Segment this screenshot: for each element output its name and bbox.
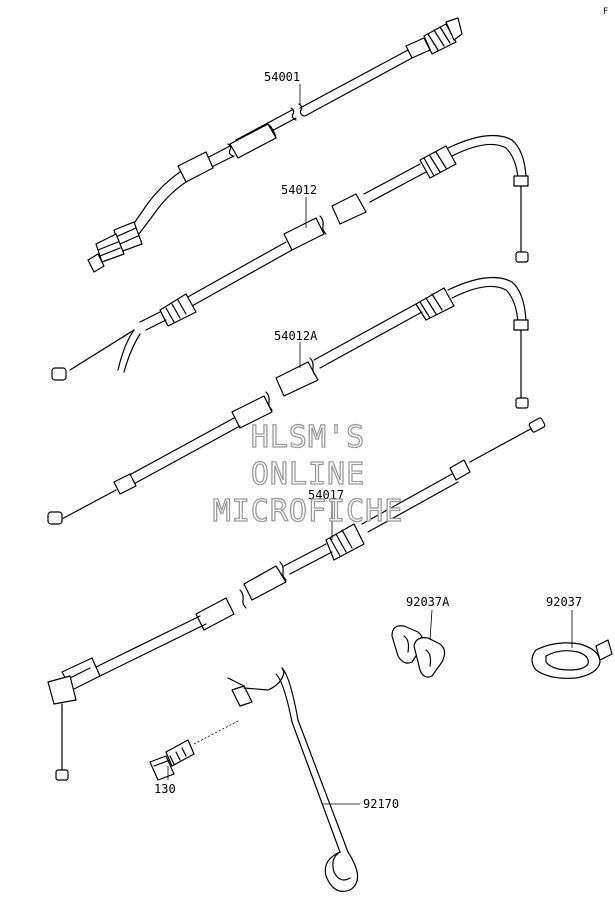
clamp-92037-drawing[interactable] [531,639,613,679]
part-label-54001[interactable]: 54001 [264,70,300,84]
cable-54017-drawing[interactable] [47,417,546,781]
watermark-line-1: HLSM'S [251,420,365,455]
watermark-line-3: MICROFICHE [213,494,404,529]
cable-54012-drawing[interactable] [51,134,529,381]
part-label-92037A[interactable]: 92037A [406,595,450,609]
watermark: HLSM'S ONLINE MICROFICHE [212,419,404,529]
leader-92037a [429,609,433,641]
part-label-54017[interactable]: 54017 [308,488,344,502]
bolt-130-drawing[interactable] [149,739,195,781]
bolt-axis-line [193,719,241,745]
part-label-54012[interactable]: 54012 [281,183,317,197]
part-label-92037[interactable]: 92037 [546,595,582,609]
stay-92170-drawing[interactable] [227,667,359,892]
cable-54001-drawing[interactable] [87,17,463,273]
clamp-92037a-drawing[interactable] [391,625,446,678]
part-label-92170[interactable]: 92170 [363,797,399,811]
page-reference: F [603,7,608,17]
watermark-line-2: ONLINE [251,457,365,492]
cable-54012a-drawing[interactable] [47,276,529,525]
part-label-54012A[interactable]: 54012A [274,329,318,343]
part-label-130[interactable]: 130 [154,782,176,796]
